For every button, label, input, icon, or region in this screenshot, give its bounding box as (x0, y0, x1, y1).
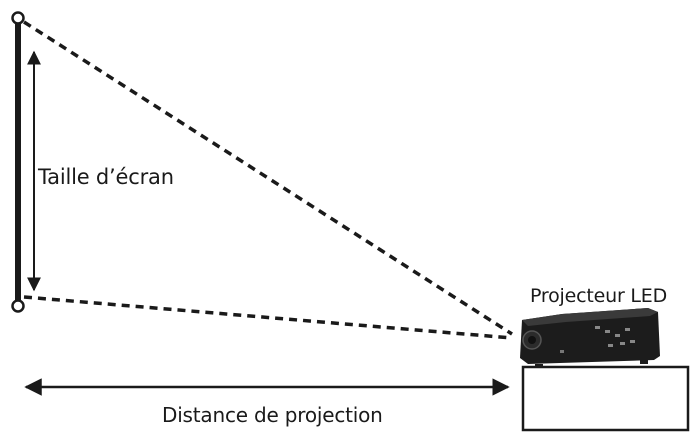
projection-distance-label: Distance de projection (162, 403, 383, 427)
screen-top-node (11, 11, 25, 25)
projector-icon (520, 308, 660, 368)
screen-bottom-node (11, 299, 25, 313)
projector-stand (521, 365, 690, 432)
screen-bar (15, 22, 21, 304)
beam-top-dashed-line (23, 20, 513, 336)
beam-bottom-dashed-line (23, 295, 513, 340)
projector-label: Projecteur LED (530, 285, 668, 307)
screen-size-label: Taille d’écran (38, 165, 174, 189)
